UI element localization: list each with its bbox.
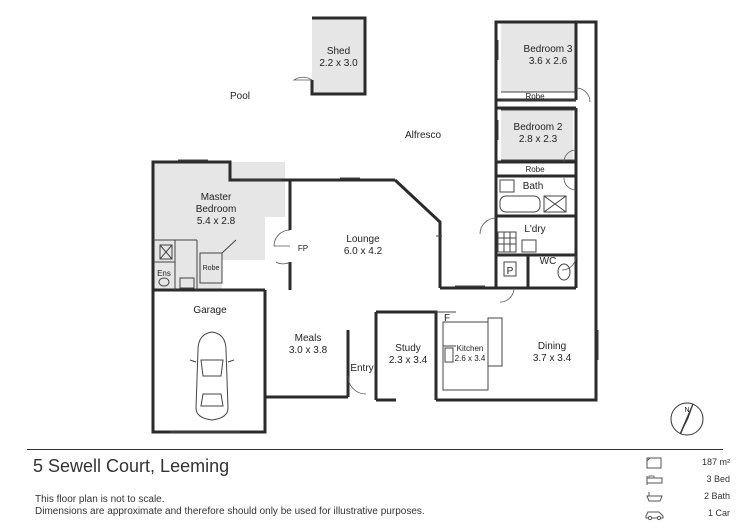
disclaimer: This floor plan is not to scale. Dimensi… bbox=[35, 494, 425, 518]
disclaimer-line-1: This floor plan is not to scale. bbox=[35, 494, 165, 505]
stat-bath-text: 2 Bath bbox=[703, 491, 730, 501]
room-name: Robe bbox=[525, 92, 545, 101]
shed-fill bbox=[312, 18, 365, 94]
compass-rose bbox=[670, 402, 704, 436]
master-fill bbox=[153, 162, 285, 290]
room-robe-bedroom-3: Robe bbox=[510, 92, 560, 102]
area-icon bbox=[646, 457, 662, 469]
area-alfresco: Alfresco bbox=[397, 130, 449, 142]
stat-car: 1 Car bbox=[640, 506, 730, 523]
room-name: F bbox=[443, 313, 451, 324]
room-dims: 3.7 x 3.4 bbox=[532, 353, 572, 364]
room-name-line1: Master bbox=[200, 192, 232, 203]
property-stats: 187 m² 3 Bed 2 Bath 1 Car bbox=[640, 455, 730, 523]
room-dims: 3.6 x 2.6 bbox=[528, 56, 568, 67]
room-name: Shed bbox=[326, 46, 351, 57]
room-entry: Entry bbox=[348, 363, 376, 375]
room-robe-bedroom-2: Robe bbox=[510, 165, 560, 175]
room-ensuite: Ens bbox=[154, 269, 174, 279]
room-name: Entry bbox=[350, 363, 374, 374]
room-dims: 2.3 x 3.4 bbox=[388, 355, 428, 366]
fridge-label: F bbox=[442, 313, 452, 325]
area-name: Pool bbox=[229, 91, 250, 102]
stat-area: 187 m² bbox=[640, 455, 730, 472]
room-name: WC bbox=[539, 256, 557, 267]
bed-icon bbox=[646, 475, 663, 485]
shaded-rooms bbox=[153, 18, 576, 290]
room-name: Lounge bbox=[346, 234, 380, 245]
room-garage: Garage bbox=[180, 305, 240, 317]
car-icon bbox=[645, 511, 664, 521]
room-dims: 3.0 x 3.8 bbox=[288, 345, 328, 356]
bath-icon bbox=[646, 492, 663, 502]
room-lounge: Lounge 6.0 x 4.2 bbox=[333, 234, 393, 258]
room-dims: 2.6 x 3.4 bbox=[454, 354, 486, 363]
room-pantry: P bbox=[504, 266, 516, 278]
room-bedroom-2: Bedroom 2 2.8 x 2.3 bbox=[498, 122, 578, 146]
stat-area-text: 187 m² bbox=[701, 457, 730, 467]
room-name: P bbox=[506, 266, 514, 277]
room-name: Robe bbox=[525, 165, 545, 174]
room-name: L'dry bbox=[524, 224, 546, 235]
room-name-line2: Bedroom bbox=[195, 204, 237, 215]
room-dining: Dining 3.7 x 3.4 bbox=[524, 341, 580, 365]
room-name: Bath bbox=[522, 181, 544, 192]
floor-plan bbox=[151, 16, 704, 436]
room-name: Robe bbox=[202, 265, 220, 272]
room-name: Dining bbox=[537, 341, 567, 352]
room-dims: 2.8 x 2.3 bbox=[518, 134, 558, 145]
room-master-bedroom: Master Bedroom 5.4 x 2.8 bbox=[185, 192, 247, 228]
room-name: Meals bbox=[294, 333, 322, 344]
compass-label: N bbox=[684, 407, 690, 414]
room-name: Ens bbox=[157, 269, 171, 278]
bedroom2-fill bbox=[501, 110, 573, 160]
room-name: Bedroom 3 bbox=[523, 44, 573, 55]
stat-car-text: 1 Car bbox=[707, 508, 730, 518]
room-name: FP bbox=[297, 244, 309, 253]
disclaimer-line-2: Dimensions are approximate and therefore… bbox=[35, 506, 425, 517]
stat-bath: 2 Bath bbox=[640, 489, 730, 506]
room-dims: 6.0 x 4.2 bbox=[343, 246, 383, 257]
room-name: Study bbox=[395, 343, 421, 354]
stat-bed: 3 Bed bbox=[640, 472, 730, 489]
room-name: Kitchen bbox=[456, 344, 484, 353]
room-meals: Meals 3.0 x 3.8 bbox=[282, 333, 334, 357]
room-bedroom-3: Bedroom 3 3.6 x 2.6 bbox=[508, 44, 588, 68]
room-name: Garage bbox=[193, 305, 227, 316]
room-name: Bedroom 2 bbox=[513, 122, 563, 133]
property-address: 5 Sewell Court, Leeming bbox=[33, 456, 230, 476]
room-dims: 2.2 x 3.0 bbox=[319, 58, 358, 69]
bedroom3-fill bbox=[501, 22, 576, 92]
room-wc: WC bbox=[534, 256, 562, 268]
area-name: Alfresco bbox=[404, 130, 442, 141]
room-shed: Shed 2.2 x 3.0 bbox=[312, 46, 365, 70]
room-study: Study 2.3 x 3.4 bbox=[382, 343, 434, 367]
room-laundry: L'dry bbox=[517, 224, 553, 236]
room-robe-master: Robe bbox=[201, 264, 221, 273]
area-pool: Pool bbox=[218, 91, 262, 103]
stat-bed-text: 3 Bed bbox=[706, 474, 730, 484]
fireplace-label: FP bbox=[295, 244, 311, 254]
room-dims: 5.4 x 2.8 bbox=[196, 216, 236, 227]
door-swings bbox=[273, 76, 591, 395]
room-kitchen: Kitchen 2.6 x 3.4 bbox=[450, 344, 490, 364]
car-outline bbox=[189, 331, 235, 421]
fixtures bbox=[153, 40, 599, 433]
compass-north-label: N bbox=[682, 406, 692, 415]
room-bath: Bath bbox=[516, 181, 550, 193]
walls bbox=[151, 16, 598, 434]
footer-divider bbox=[27, 449, 723, 450]
